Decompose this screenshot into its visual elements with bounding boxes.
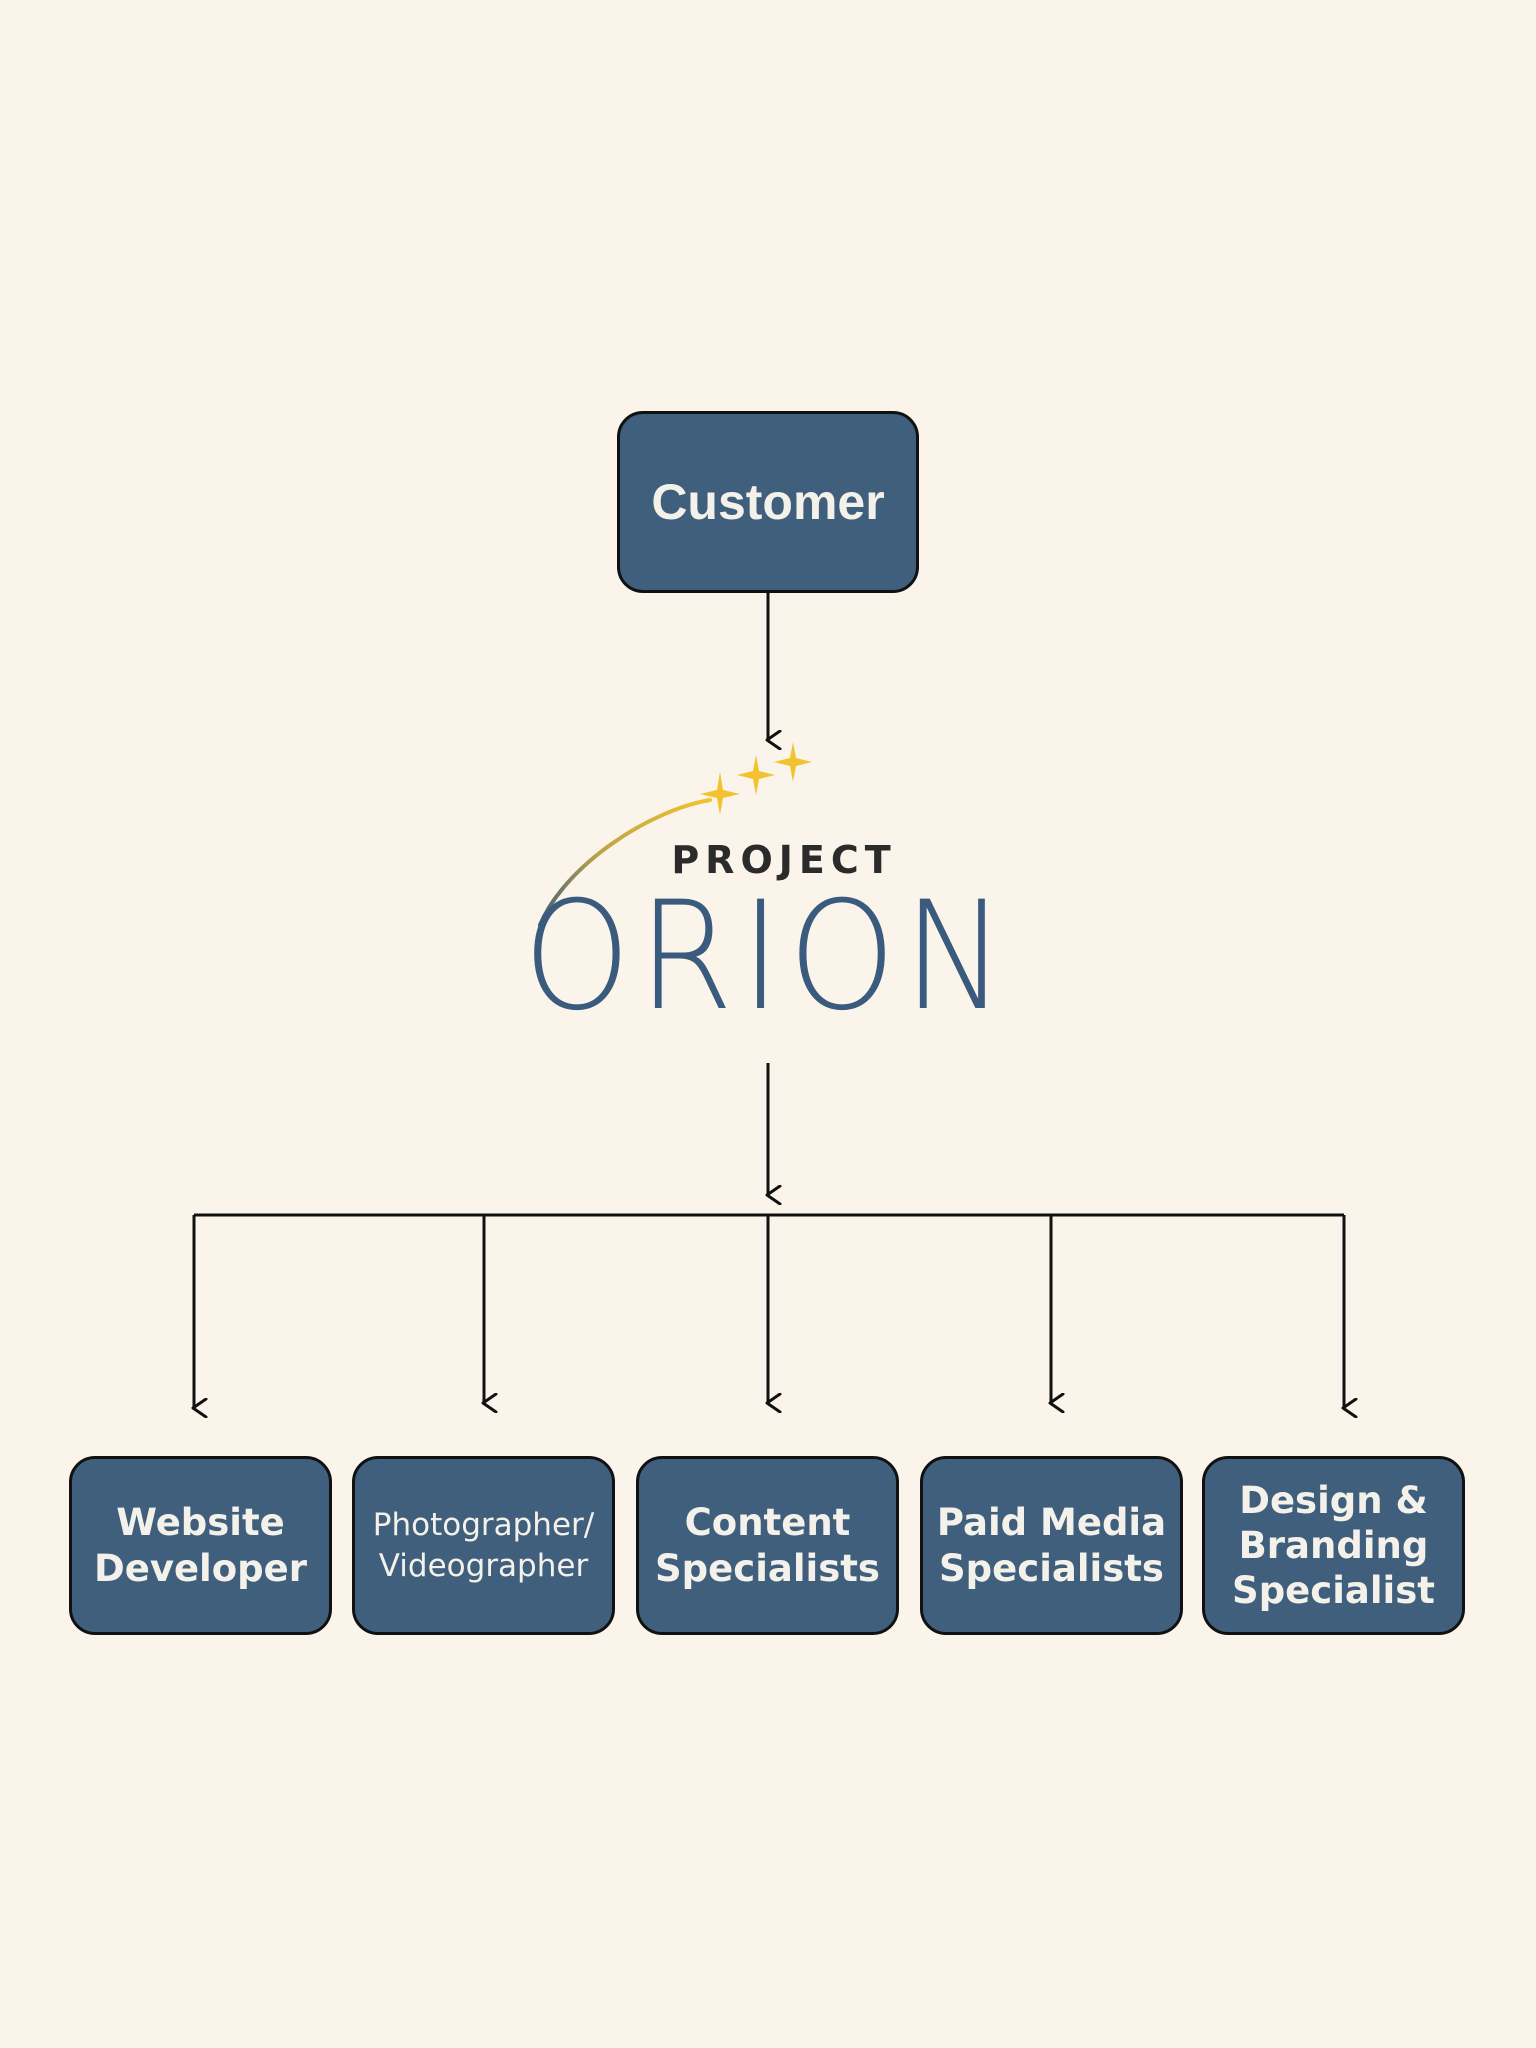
project-orion-logo: PROJECT ORION <box>523 742 1013 1025</box>
logo-word-orion: ORION <box>523 870 1013 1025</box>
customer-label: Customer <box>651 474 885 530</box>
customer-node: Customer <box>617 411 919 593</box>
role-paid-media-specialists: Paid Media Specialists <box>920 1456 1183 1635</box>
role-content-specialists: Content Specialists <box>636 1456 899 1635</box>
role-photographer-videographer: Photographer/ Videographer <box>352 1456 615 1635</box>
swoosh-arc <box>538 798 712 927</box>
sparkle-stars-icon <box>700 742 812 815</box>
role-website-developer: Website Developer <box>69 1456 332 1635</box>
role-design-branding-specialist: Design & Branding Specialist <box>1202 1456 1465 1635</box>
logo-word-project: PROJECT <box>671 838 896 882</box>
